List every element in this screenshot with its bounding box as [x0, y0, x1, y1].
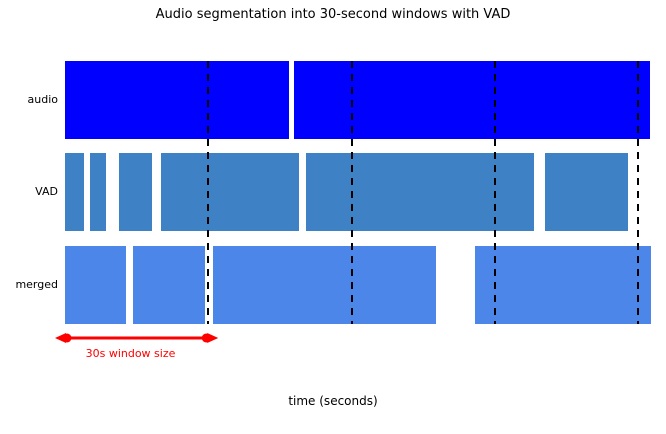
- row-label-vad: VAD: [35, 185, 58, 198]
- window-boundary-line: [207, 61, 210, 324]
- bar-segment: [132, 246, 205, 324]
- window-boundary-line: [637, 61, 639, 324]
- figure-title: Audio segmentation into 30-second window…: [155, 7, 511, 22]
- bar-segment: [544, 153, 629, 231]
- x-axis-label: time (seconds): [288, 394, 378, 408]
- window-size-label: 30s window size: [85, 347, 176, 360]
- window-boundary-line: [350, 61, 353, 324]
- window-size-arrow: [55, 333, 219, 343]
- bar-segment: [213, 246, 436, 324]
- row-label-audio: audio: [27, 93, 58, 106]
- bar-segment: [294, 61, 650, 139]
- bar-segment: [474, 246, 651, 324]
- bar-segment: [65, 246, 126, 324]
- bar-segment: [118, 153, 153, 231]
- window-boundary-line: [493, 61, 496, 324]
- bar-segment: [65, 61, 290, 139]
- bar-segment: [90, 153, 107, 231]
- bar-segment: [160, 153, 299, 231]
- row-label-merged: merged: [15, 278, 58, 291]
- bar-segment: [306, 153, 535, 231]
- bar-segment: [65, 153, 85, 231]
